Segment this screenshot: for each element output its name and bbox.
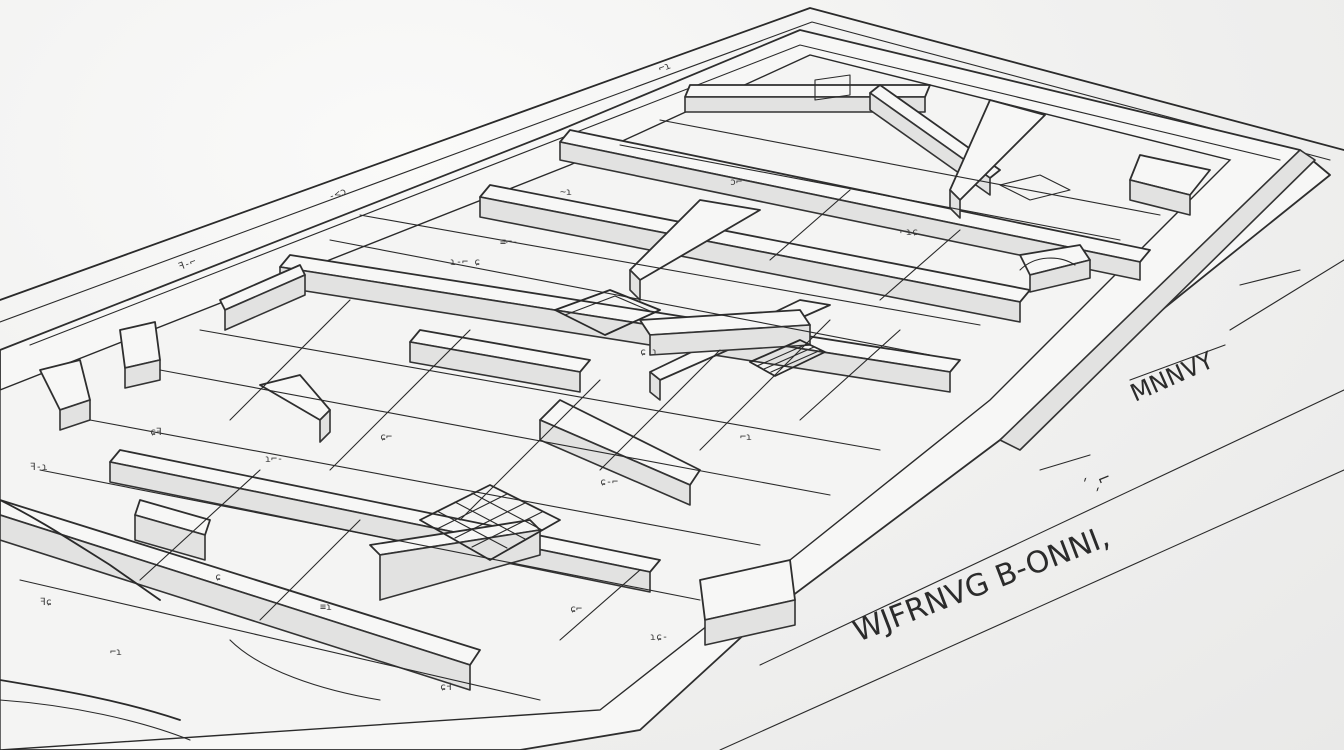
- svg-text:ꟻ-⌐: ꟻ-⌐: [177, 256, 197, 272]
- main-caption: WJFRNVG B-ONNI,: [848, 520, 1114, 650]
- margin-dimension-lines: [1039, 259, 1344, 471]
- svg-text:ꟻɕ: ꟻɕ: [40, 597, 52, 608]
- svg-text:⌐ɿ: ⌐ɿ: [657, 60, 672, 74]
- svg-text:ɕꟻ: ɕꟻ: [440, 682, 452, 693]
- paper-sheet-outline: [0, 7, 1344, 750]
- svg-text:⌐ɿ: ⌐ɿ: [110, 647, 122, 658]
- furniture-bed: [554, 74, 1076, 336]
- svg-text:≡ɿ: ≡ɿ: [320, 602, 332, 613]
- svg-text:ꟻ-ɿ: ꟻ-ɿ: [30, 462, 48, 473]
- svg-text:ɕ⌐: ɕ⌐: [380, 432, 392, 443]
- svg-text:ɕ⌐: ɕ⌐: [570, 604, 582, 615]
- floor-grid-lines: [19, 119, 1161, 701]
- stair-hatch: [749, 339, 826, 377]
- svg-text:ɕ ɿ: ɕ ɿ: [640, 347, 658, 358]
- svg-text:⌐ɿɕ: ⌐ɿɕ: [900, 227, 918, 238]
- window-grid: [419, 484, 561, 561]
- svg-text:ɕꟻ: ɕꟻ: [150, 427, 162, 438]
- svg-text:~ɿ: ~ɿ: [560, 187, 572, 198]
- svg-text:ɿɕ-: ɿɕ-: [650, 632, 668, 643]
- svg-text:ɿ-⌐ ɕ: ɿ-⌐ ɕ: [450, 257, 480, 268]
- svg-text:ɿ⌐-: ɿ⌐-: [265, 454, 283, 465]
- svg-text:⌐ɿ: ⌐ɿ: [740, 432, 752, 443]
- svg-text:ɕ: ɕ: [215, 572, 221, 583]
- svg-text:-<ɔ: -<ɔ: [327, 186, 348, 203]
- side-caption: MNNVY: [1126, 346, 1218, 407]
- svg-text:ɔ⌐: ɔ⌐: [730, 177, 742, 188]
- svg-text:ɕ-⌐: ɕ-⌐: [600, 477, 618, 488]
- svg-text:≡⌐-: ≡⌐-: [500, 237, 518, 248]
- curved-paths: [0, 499, 381, 741]
- right-caption: ˊˏ⌐: [1079, 467, 1113, 496]
